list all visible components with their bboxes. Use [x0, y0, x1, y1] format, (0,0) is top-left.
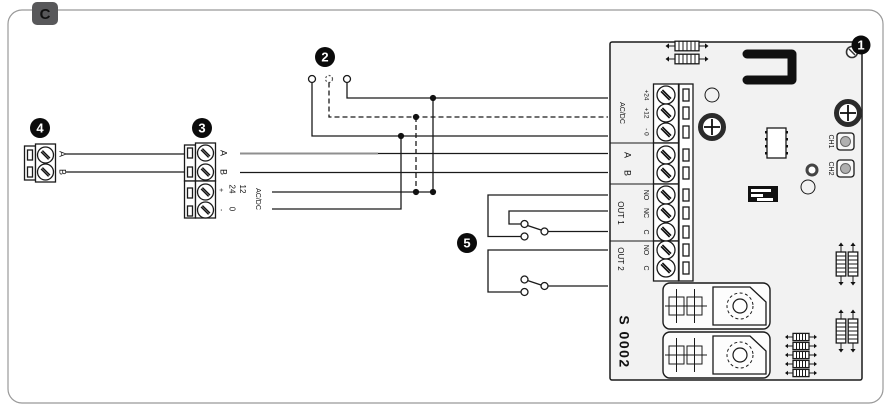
wire-12v-dashed: [328, 82, 608, 118]
component-3-terminal-block: 3 A B + - 24 0 12 AC/DC: [183, 118, 261, 219]
component-4-terminal-block: 4 A B: [23, 118, 68, 183]
figure-label-badge: C: [32, 2, 58, 25]
jumper-block-icon: [748, 186, 778, 202]
screw-terminal-icon: [36, 146, 55, 164]
screw-terminal-icon: [196, 201, 215, 219]
pcb-label-out2-no: NO: [642, 245, 649, 256]
pcb-label-b: B: [623, 170, 633, 176]
switch2-common-contact-icon: [540, 281, 549, 291]
wire-out1-nc: [508, 210, 608, 225]
comp3-label-0: 0: [227, 207, 236, 212]
comp4-label-a: A: [58, 151, 68, 157]
figure-label: C: [40, 6, 51, 23]
badge-5-circle: [457, 233, 477, 253]
ch1-label: CH1: [827, 134, 834, 148]
screw-terminal-icon: [196, 163, 215, 181]
badge-1: 1: [857, 38, 864, 53]
badge-1-circle: [851, 35, 871, 55]
screw-terminal-icon: [196, 144, 215, 162]
connector-pin-dashed-icon: [324, 74, 334, 84]
switch2-arm: [527, 279, 542, 286]
wire-supply-minus: [272, 136, 402, 210]
pcb-label-0: - 0: [642, 128, 649, 136]
ch1-button: [836, 132, 855, 151]
comp3-label-12: 12: [238, 185, 247, 194]
comp3-label-b: B: [219, 169, 229, 175]
switch1-no-contact-icon: [520, 232, 529, 241]
badge-2-circle: [315, 47, 335, 67]
board-id: S 0002: [616, 315, 632, 368]
badge-4: 4: [36, 121, 44, 136]
pcb-label-24: +24: [642, 89, 649, 100]
pcb-terminal-block: +24 +12 - 0 AC/DC A B NO NC C OUT 1 NO C…: [610, 83, 694, 282]
component-2-connector: 2: [307, 47, 352, 84]
mount-screw-icon: [834, 99, 862, 127]
led-icon: [805, 163, 819, 177]
comp3-label-a: A: [219, 150, 229, 156]
hole-icon: [800, 179, 816, 195]
junction-dot: [412, 113, 420, 121]
badge-5: 5: [463, 236, 470, 251]
badge-3: 3: [198, 121, 205, 136]
comp3-label-minus: -: [217, 209, 224, 212]
ic-chip-icon: [765, 127, 788, 159]
antenna-trace-icon: [742, 49, 797, 85]
switch1-common-contact-icon: [540, 227, 549, 236]
switch2-open-contact-icon: [520, 275, 529, 284]
hole-icon: [704, 87, 720, 103]
pcb-label-out1-no: NO: [642, 190, 649, 201]
pcb-label-out1: OUT 1: [616, 201, 625, 225]
wire-out2-no: [487, 249, 608, 293]
switch1-arm: [527, 224, 542, 231]
badge-2: 2: [321, 50, 328, 65]
mount-screw-icon: [698, 113, 726, 141]
connector-pin-icon: [342, 74, 352, 84]
switch2-no-contact-icon: [520, 287, 529, 297]
wire-24v: [346, 82, 608, 99]
comp3-label-plus: +: [217, 188, 224, 192]
pcb-label-out1-c: C: [642, 229, 649, 234]
junction-dot: [397, 132, 405, 140]
junction-dot: [429, 94, 437, 102]
figure-border: [7, 9, 884, 404]
badge-4-circle: [30, 118, 50, 138]
pcb-label-acdc: AC/DC: [618, 102, 625, 124]
badge-3-circle: [192, 118, 212, 138]
pcb-label-out2: OUT 2: [616, 247, 625, 271]
wiring: 2 5: [66, 47, 608, 297]
pcb-label-out1-nc: NC: [642, 208, 649, 218]
comp3-label-24: 24: [227, 185, 236, 194]
comp4-label-b: B: [58, 169, 68, 175]
relay-1-icon: [662, 282, 771, 330]
junction-dot: [429, 188, 437, 196]
pcb-label-12: +12: [642, 107, 649, 118]
wire-0v: [311, 82, 608, 137]
pcb-board: +24 +12 - 0 AC/DC A B NO NC C OUT 1 NO C…: [609, 35, 871, 381]
connector-pin-icon: [307, 74, 317, 84]
junction-dot: [412, 188, 420, 196]
screw-terminal-icon: [36, 163, 55, 181]
pcb-label-a: A: [623, 152, 633, 158]
ch2-button: [836, 159, 855, 178]
ch2-label: CH2: [827, 161, 834, 175]
wire-out1-no: [487, 194, 608, 238]
relay-2-icon: [662, 331, 771, 379]
switch1-nc-contact-icon: [520, 219, 529, 229]
pcb-label-out2-c: C: [642, 265, 649, 270]
comp3-label-acdc: AC/DC: [254, 188, 261, 210]
screw-terminal-icon: [196, 183, 215, 201]
